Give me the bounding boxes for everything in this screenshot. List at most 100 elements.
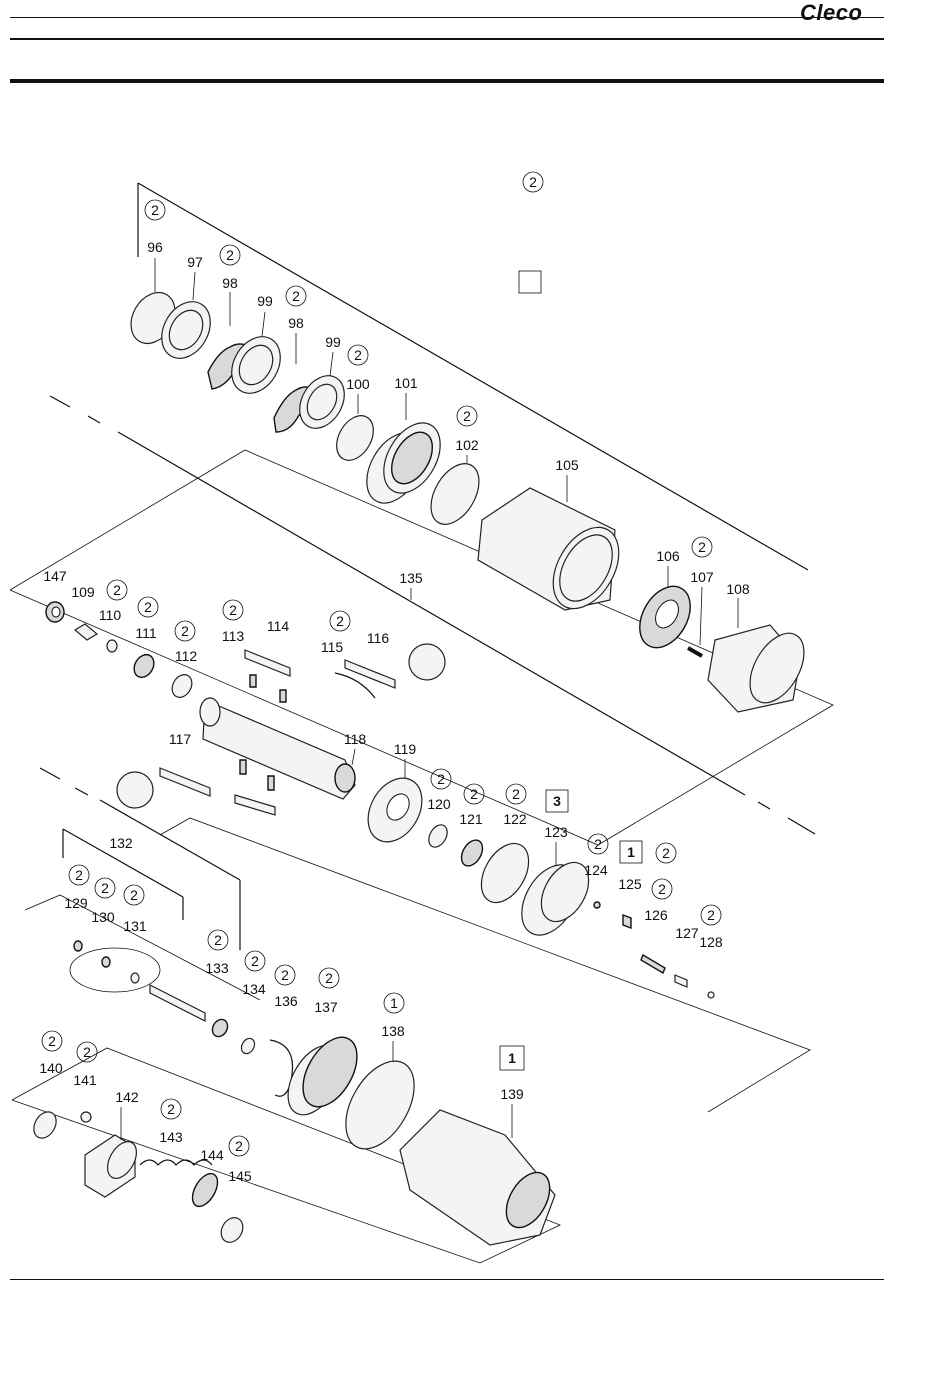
label-120: 120 xyxy=(427,796,451,812)
label-143: 143 xyxy=(159,1129,183,1145)
label-121: 121 xyxy=(459,811,483,827)
label-100: 100 xyxy=(346,376,370,392)
svg-text:2: 2 xyxy=(101,880,109,896)
svg-text:2: 2 xyxy=(437,771,445,787)
part-133 xyxy=(209,1017,230,1040)
legend-box-marker xyxy=(519,271,541,293)
label-134: 134 xyxy=(242,981,266,997)
part-139 xyxy=(400,1110,559,1245)
marker-130: 2 xyxy=(95,878,115,898)
part-147 xyxy=(46,602,64,622)
label-108: 108 xyxy=(726,581,750,597)
label-118: 118 xyxy=(344,731,367,747)
label-112: 112 xyxy=(175,648,198,664)
marker-126: 2 xyxy=(652,879,672,899)
svg-text:1: 1 xyxy=(390,995,398,1011)
svg-text:2: 2 xyxy=(529,174,537,190)
svg-text:1: 1 xyxy=(627,844,635,860)
part-141 xyxy=(81,1112,91,1122)
label-98a: 98 xyxy=(222,275,238,291)
label-110: 110 xyxy=(99,607,122,623)
part-126 xyxy=(641,955,665,973)
label-125: 125 xyxy=(618,876,642,892)
marker-107: 2 xyxy=(692,537,712,557)
marker-136: 2 xyxy=(275,965,295,985)
marker-122: 2 xyxy=(506,784,526,804)
marker-96: 2 xyxy=(145,200,165,220)
marker-128: 2 xyxy=(701,905,721,925)
svg-text:2: 2 xyxy=(594,836,602,852)
svg-text:2: 2 xyxy=(512,786,520,802)
svg-text:2: 2 xyxy=(229,602,237,618)
svg-text:2: 2 xyxy=(470,786,478,802)
marker-141: 2 xyxy=(77,1042,97,1062)
label-131: 131 xyxy=(123,918,147,934)
svg-text:2: 2 xyxy=(292,288,300,304)
svg-text:2: 2 xyxy=(83,1044,91,1060)
svg-text:2: 2 xyxy=(707,907,715,923)
label-119: 119 xyxy=(394,741,417,757)
marker-134: 2 xyxy=(245,951,265,971)
marker-112: 2 xyxy=(175,621,195,641)
part-116 xyxy=(345,660,395,688)
top-group-parts xyxy=(122,285,815,712)
label-97: 97 xyxy=(187,254,203,270)
label-109: 109 xyxy=(71,584,95,600)
label-122: 122 xyxy=(503,811,527,827)
marker-129: 2 xyxy=(69,865,89,885)
part-129 xyxy=(74,941,82,951)
label-98b: 98 xyxy=(288,315,304,331)
svg-text:3: 3 xyxy=(553,793,561,809)
label-106: 106 xyxy=(656,548,680,564)
label-123: 123 xyxy=(544,824,568,840)
svg-text:2: 2 xyxy=(658,881,666,897)
label-116: 116 xyxy=(367,630,390,646)
part-140 xyxy=(29,1108,60,1142)
part-107 xyxy=(688,648,702,656)
svg-text:2: 2 xyxy=(151,202,159,218)
svg-text:2: 2 xyxy=(463,408,471,424)
part-112 xyxy=(168,671,196,701)
box-marker-125: 1 xyxy=(620,841,642,863)
label-99b: 99 xyxy=(325,334,341,350)
part-145 xyxy=(217,1214,247,1247)
label-130: 130 xyxy=(91,909,115,925)
svg-text:2: 2 xyxy=(662,845,670,861)
svg-text:2: 2 xyxy=(698,539,706,555)
label-107: 107 xyxy=(690,569,714,585)
part-134 xyxy=(239,1036,257,1056)
part-110 xyxy=(107,640,117,652)
marker-111: 2 xyxy=(138,597,158,617)
label-105: 105 xyxy=(555,457,579,473)
label-128: 128 xyxy=(699,934,723,950)
part-128 xyxy=(708,992,714,998)
marker-138: 1 xyxy=(384,993,404,1013)
svg-text:2: 2 xyxy=(281,967,289,983)
part-105 xyxy=(478,488,632,620)
part-132-shaft xyxy=(150,985,205,1021)
part-114 xyxy=(245,650,290,676)
part-118 xyxy=(200,698,355,799)
svg-text:2: 2 xyxy=(167,1101,175,1117)
label-96: 96 xyxy=(147,239,163,255)
part-108 xyxy=(708,624,815,712)
part-117 xyxy=(160,768,210,796)
svg-text:2: 2 xyxy=(48,1033,56,1049)
label-138: 138 xyxy=(381,1023,405,1039)
svg-text:2: 2 xyxy=(181,623,189,639)
svg-text:2: 2 xyxy=(214,932,222,948)
part-120 xyxy=(425,822,451,851)
lower-group-parts xyxy=(29,941,558,1246)
marker-137: 2 xyxy=(319,968,339,988)
label-126: 126 xyxy=(644,907,668,923)
part-labels: 96 97 98 99 98 99 100 101 102 105 106 10… xyxy=(39,239,750,1184)
label-115: 115 xyxy=(321,639,344,655)
label-135: 135 xyxy=(399,570,423,586)
part-113 xyxy=(250,675,286,702)
part-130 xyxy=(102,957,110,967)
marker-98b: 2 xyxy=(286,286,306,306)
label-99a: 99 xyxy=(257,293,273,309)
middle-group-parts xyxy=(46,602,714,998)
marker-131: 2 xyxy=(124,885,144,905)
